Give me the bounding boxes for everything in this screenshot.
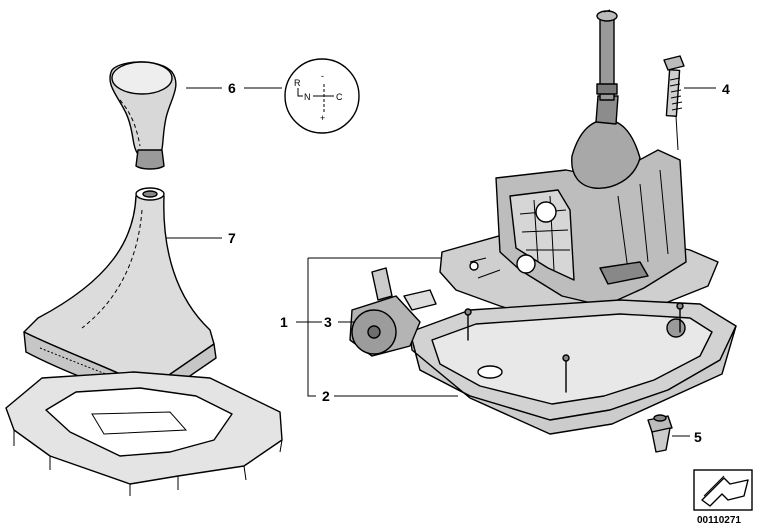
callout-1: 1 — [280, 314, 288, 330]
bolt-axis-line — [675, 115, 679, 151]
symbol-r: R — [294, 78, 301, 88]
shift-pattern-symbol: R N C - + — [284, 58, 360, 134]
symbol-minus: - — [321, 71, 324, 81]
trim-frame — [5, 371, 283, 496]
callout-4: 4 — [722, 81, 730, 97]
reference-number: 00110271 — [697, 515, 741, 526]
shift-boot — [23, 187, 217, 403]
symbol-c: C — [336, 92, 343, 102]
shift-sensor — [349, 267, 437, 357]
reference-badge: 00110271 — [693, 469, 753, 526]
gear-knob — [109, 61, 177, 170]
bolt — [663, 55, 685, 117]
symbol-n: N — [304, 92, 311, 102]
bracket-1 — [307, 258, 316, 397]
callout-3: 3 — [324, 314, 332, 330]
callout-5: 5 — [694, 429, 702, 445]
nut — [647, 414, 673, 453]
callout-6: 6 — [228, 80, 236, 96]
bottom-cover-plate — [409, 299, 737, 435]
mounting-studs — [464, 302, 684, 393]
shifter-housing — [439, 9, 719, 331]
callout-2: 2 — [322, 388, 330, 404]
callout-7: 7 — [228, 230, 236, 246]
symbol-plus: + — [320, 113, 325, 123]
